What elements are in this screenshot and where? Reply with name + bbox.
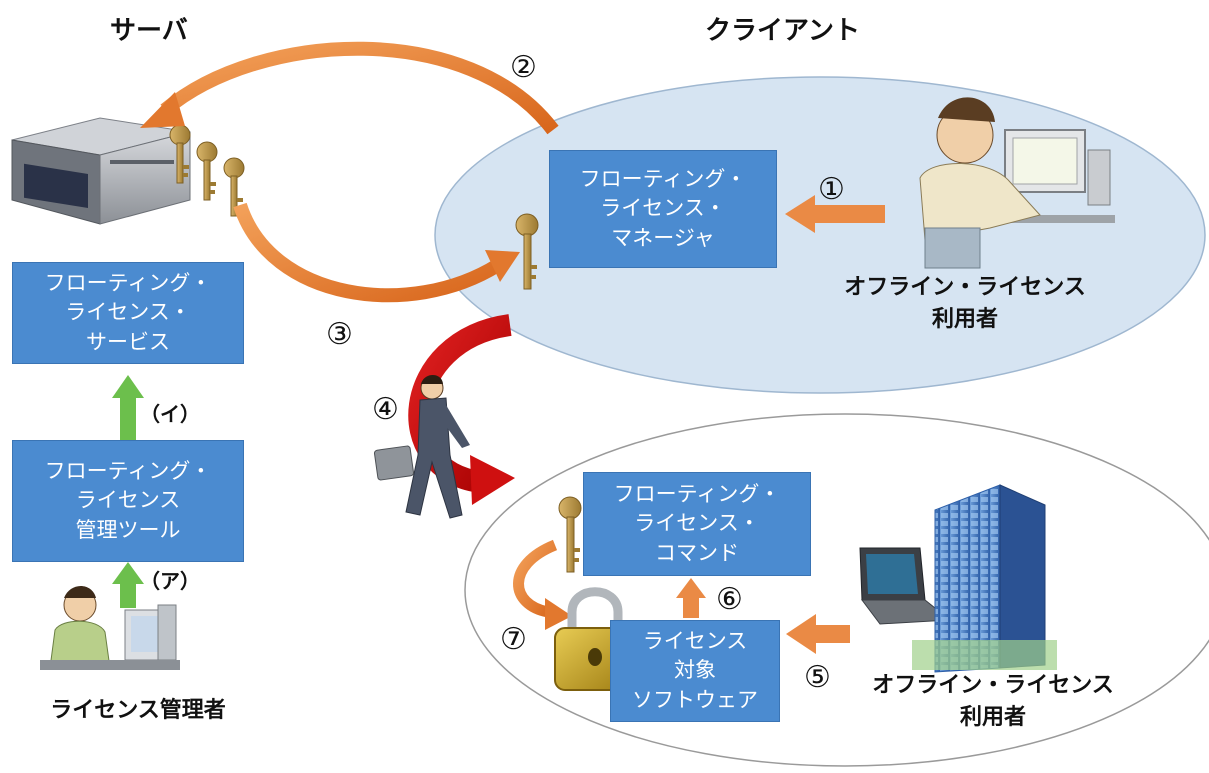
server-heading: サーバ (110, 16, 188, 46)
step-7-label: ⑦ (500, 622, 527, 657)
arrow-2 (140, 41, 559, 135)
client-user-label: オフライン・ライセンス 利用者 (820, 272, 1110, 336)
step-2-label: ② (510, 50, 537, 85)
box-line: フローティング・ (44, 270, 212, 295)
label-line: 利用者 (931, 306, 998, 332)
office-building-icon (912, 484, 1057, 673)
label-line: オフライン・ライセンス (872, 673, 1114, 698)
client-heading: クライアント (705, 16, 860, 46)
box-line: フローティング・ (44, 458, 212, 483)
step-4-label: ④ (372, 392, 399, 427)
floating-license-admin-tool-box: フローティング・ ライセンス 管理ツール (12, 440, 244, 562)
offline-user-label: オフライン・ライセンス 利用者 (848, 670, 1138, 734)
license-admin-label: ライセンス管理者 (50, 698, 226, 723)
box-line: ライセンス (75, 488, 181, 513)
box-line: ライセンス・ (65, 300, 191, 325)
admin-at-computer-icon (40, 586, 180, 670)
arrow-6 (676, 578, 706, 618)
box-line: サービス (86, 329, 170, 354)
server-icon (11, 117, 191, 225)
box-line: フローティング・ (613, 481, 781, 506)
key-icon (169, 124, 191, 184)
step-1-label: ① (818, 172, 845, 207)
floating-license-command-box: フローティング・ ライセンス・ コマンド (583, 472, 811, 576)
box-line: 管理ツール (75, 517, 181, 542)
key-icon (515, 213, 539, 290)
box-line: ライセンス・ (634, 511, 760, 536)
box-line: フローティング・ (579, 166, 747, 191)
walking-businessman-icon (373, 375, 470, 519)
box-line: 対象 (674, 658, 716, 683)
user-at-computer-icon (919, 97, 1115, 269)
key-icon (223, 157, 245, 217)
license-target-software-box: ライセンス 対象 ソフトウェア (610, 620, 780, 722)
laptop-icon (859, 547, 952, 625)
arrow-i (112, 375, 144, 440)
floating-license-manager-box: フローティング・ ライセンス・ マネージャ (549, 150, 777, 268)
arrow-7 (513, 539, 572, 630)
key-icon (558, 496, 582, 573)
box-line: ライセンス (642, 628, 748, 653)
label-line: オフライン・ライセンス (844, 275, 1086, 300)
arrow-a (112, 562, 144, 608)
box-line: コマンド (655, 540, 739, 565)
arrow-1 (785, 195, 885, 233)
box-line: ソフトウェア (632, 687, 758, 712)
step-3-label: ③ (326, 317, 353, 352)
label-line: 利用者 (959, 704, 1026, 730)
step-5-label: ⑤ (804, 660, 831, 695)
step-i-label: （イ） (140, 402, 200, 426)
box-line: ライセンス・ (600, 196, 726, 221)
step-6-label: ⑥ (716, 582, 743, 617)
arrow-5 (786, 614, 850, 654)
step-a-label: （ア） (140, 569, 200, 593)
floating-license-service-box: フローティング・ ライセンス・ サービス (12, 262, 244, 364)
key-icon (196, 141, 218, 201)
box-line: マネージャ (611, 225, 715, 250)
arrow-3 (233, 202, 520, 303)
